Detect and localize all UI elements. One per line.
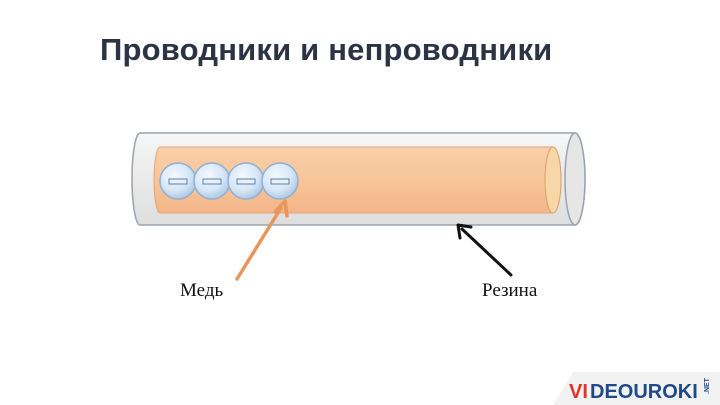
svg-text:VI: VI bbox=[569, 381, 588, 403]
page-title: Проводники и непроводники bbox=[100, 32, 553, 67]
svg-text:.NET: .NET bbox=[704, 377, 711, 394]
rubber-arrow bbox=[456, 223, 513, 277]
copper-arrow bbox=[235, 199, 289, 281]
svg-text:DEOUROKI: DEOUROKI bbox=[590, 381, 698, 403]
rubber-label: Резина bbox=[482, 280, 538, 301]
electron bbox=[261, 162, 299, 200]
electron bbox=[159, 162, 197, 200]
electron bbox=[227, 162, 265, 200]
videouroki-logo: VI DEOUROKI .NET bbox=[553, 372, 720, 405]
electron bbox=[193, 162, 231, 200]
copper-label: Медь bbox=[180, 280, 224, 301]
